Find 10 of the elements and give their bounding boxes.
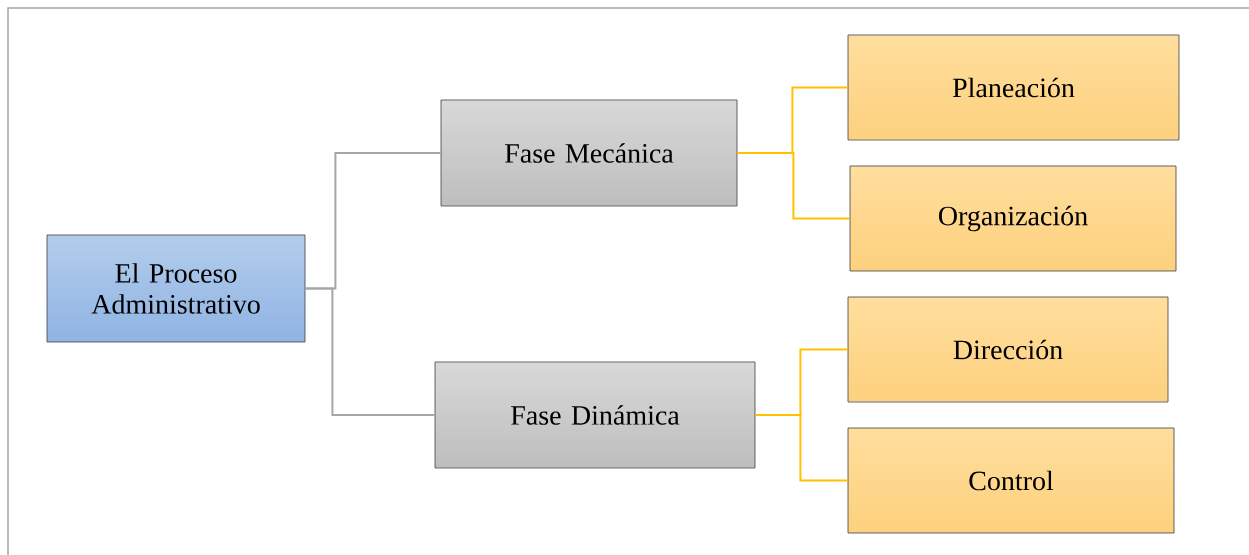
root-box: El Proceso Administrativo [46,234,306,343]
phase-box: Fase Dinámica [434,361,756,469]
function-box: Planeación [847,34,1180,141]
function-box: Control [847,427,1175,534]
connector-line [736,152,851,220]
phase-box: Fase Mecánica [440,99,738,207]
connector-line [754,414,849,482]
function-box: Dirección [847,296,1169,403]
connector-line [304,287,436,416]
function-box: Organización [849,165,1177,272]
